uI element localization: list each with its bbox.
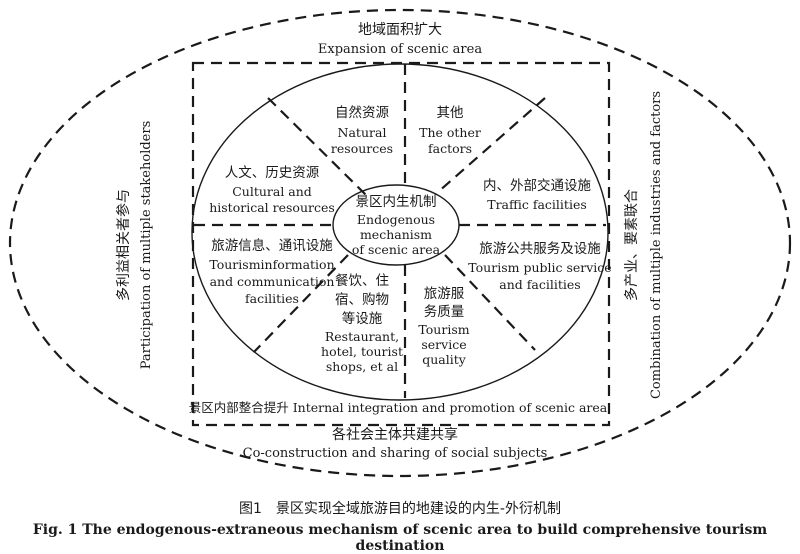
outer-left-zh: 多利益相关者参与 xyxy=(115,189,132,301)
sector-public-en-2: and facilities xyxy=(499,277,580,292)
outer-dashed-ellipse xyxy=(8,8,792,478)
sector-quality-en-2: service xyxy=(421,337,466,352)
outer-bottom-en: Co-construction and sharing of social su… xyxy=(243,446,548,461)
sector-public-zh: 旅游公共服务及设施 xyxy=(479,241,601,257)
center-zh: 景区内生机制 xyxy=(356,194,437,210)
sector-natural-en-2: resources xyxy=(331,141,393,156)
outer-bottom-zh: 各社会主体共建共享 xyxy=(332,426,458,443)
outer-left-en: Participation of multiple stakeholders xyxy=(139,121,154,370)
center-en-1: Endogenous xyxy=(357,212,435,227)
sector-cultural-en-1: Cultural and xyxy=(232,184,312,199)
sector-restaurant-en-2: hotel, tourist xyxy=(321,344,403,359)
sector-natural-zh: 自然资源 xyxy=(335,104,389,121)
sector-info-zh: 旅游信息、通讯设施 xyxy=(211,237,333,254)
sector-info-en-3: facilities xyxy=(245,291,299,306)
sector-restaurant-zh-2: 宿、购物 xyxy=(335,291,389,308)
sector-restaurant-en-3: shops, et al xyxy=(326,359,398,374)
sector-quality-en-3: quality xyxy=(422,352,467,367)
sector-natural-en-1: Natural xyxy=(338,125,387,140)
outer-right-zh: 多产业、要素联合 xyxy=(623,189,640,301)
spoke-upper-left xyxy=(267,97,367,196)
sector-restaurant-zh-3: 等设施 xyxy=(342,310,383,327)
sector-other-zh: 其他 xyxy=(437,105,464,121)
sector-cultural-en-2: historical resources xyxy=(209,200,335,215)
sector-info-en-2: and communication xyxy=(210,274,335,289)
outer-right-en: Combination of multiple industries and f… xyxy=(649,91,664,399)
sector-other-en-2: factors xyxy=(428,141,472,156)
sector-traffic-zh: 内、外部交通设施 xyxy=(483,177,591,194)
spoke-lower-left xyxy=(253,254,349,353)
figure-caption-zh: 图1 景区实现全域旅游目的地建设的内生-外衍机制 xyxy=(239,501,561,517)
rect-bottom-label: 景区内部整合提升 Internal integration and promot… xyxy=(189,400,608,415)
sector-public-en-1: Tourism public service xyxy=(468,260,611,275)
sector-restaurant-en-1: Restaurant, xyxy=(325,329,399,344)
mechanism-diagram: 地域面积扩大 Expansion of scenic area 各社会主体共建共… xyxy=(8,8,792,478)
outer-top-zh: 地域面积扩大 xyxy=(358,22,442,38)
sector-info-en-1: Tourisminformation xyxy=(209,257,334,272)
sector-quality-zh-2: 务质量 xyxy=(424,304,465,320)
sector-cultural-zh: 人文、历史资源 xyxy=(225,165,320,181)
sector-quality-zh-1: 旅游服 xyxy=(424,286,465,302)
sector-restaurant-zh-1: 餐饮、住 xyxy=(335,273,389,289)
center-en-3: of scenic area xyxy=(352,242,441,257)
spoke-upper-right xyxy=(437,97,546,193)
figure-caption-en: Fig. 1 The endogenous-extraneous mechani… xyxy=(32,522,768,554)
center-en-2: mechanism xyxy=(360,227,432,242)
outer-top-en: Expansion of scenic area xyxy=(318,42,482,57)
sector-quality-en-1: Tourism xyxy=(418,322,469,337)
middle-solid-ellipse xyxy=(191,63,609,401)
spoke-lower-right xyxy=(444,254,536,351)
sector-traffic-en-1: Traffic facilities xyxy=(487,197,587,212)
sector-other-en-1: The other xyxy=(419,125,481,140)
